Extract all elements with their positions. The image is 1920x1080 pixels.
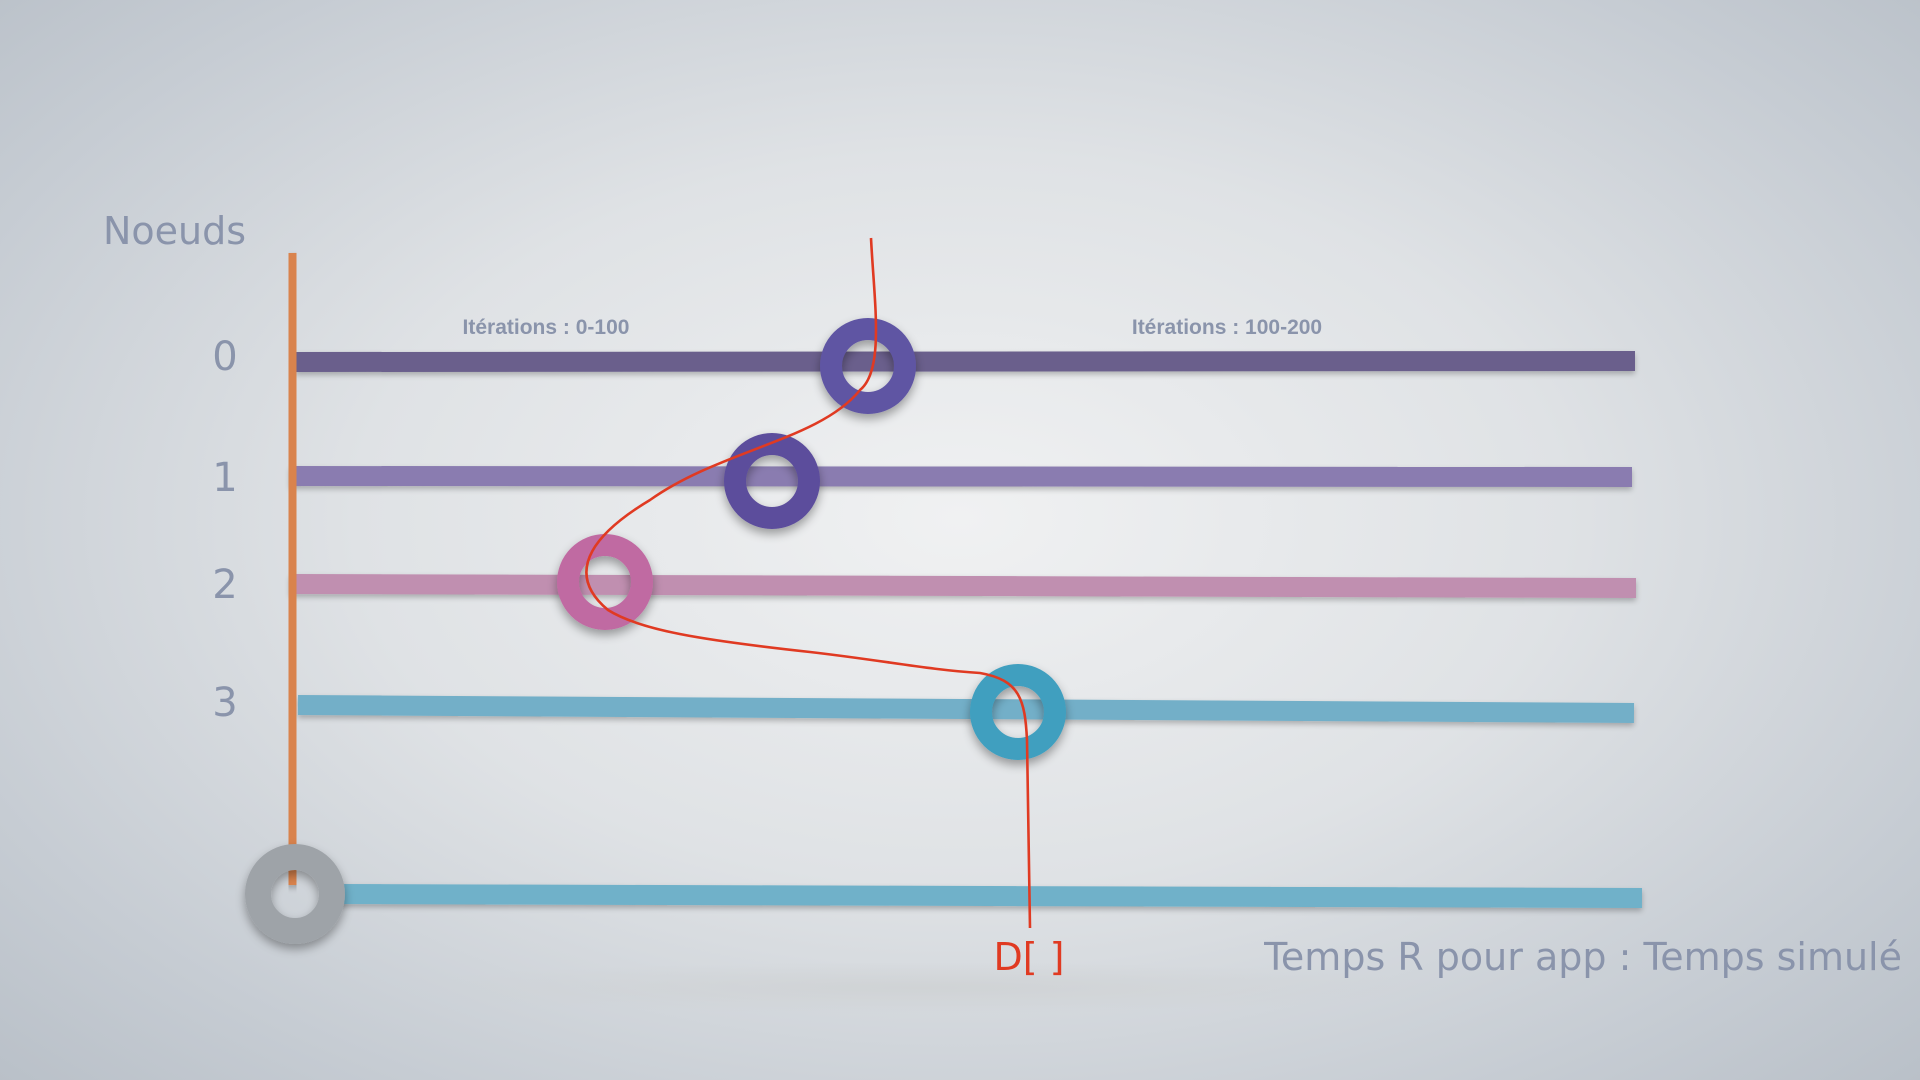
ring-node-0 xyxy=(820,318,916,414)
node-line-2 xyxy=(289,574,1637,598)
ring-node-2 xyxy=(557,534,653,630)
iteration-label-second: Itérations : 100-200 xyxy=(1132,316,1322,339)
node-line-1 xyxy=(289,466,1633,487)
origin-ring xyxy=(245,844,345,944)
node-lines xyxy=(289,351,1643,908)
node-label-1: 1 xyxy=(212,455,237,501)
node-rings xyxy=(245,318,1066,944)
node-label-3: 3 xyxy=(212,680,237,726)
node-axis xyxy=(278,252,307,886)
ring-node-3 xyxy=(970,664,1066,760)
floor-shadow xyxy=(380,962,1460,1014)
node-label-0: 0 xyxy=(212,334,237,380)
data-label: D[ ] xyxy=(994,935,1065,979)
node-label-2: 2 xyxy=(212,562,237,608)
iteration-label-first: Itérations : 0-100 xyxy=(463,316,630,339)
node-line-0 xyxy=(294,351,1636,372)
time-axis-line xyxy=(329,884,1643,908)
time-axis-label: Temps R pour app : Temps simulé xyxy=(1263,935,1902,979)
data-path xyxy=(585,237,1032,929)
y-axis-title: Noeuds xyxy=(103,209,246,253)
node-line-3 xyxy=(297,695,1635,723)
